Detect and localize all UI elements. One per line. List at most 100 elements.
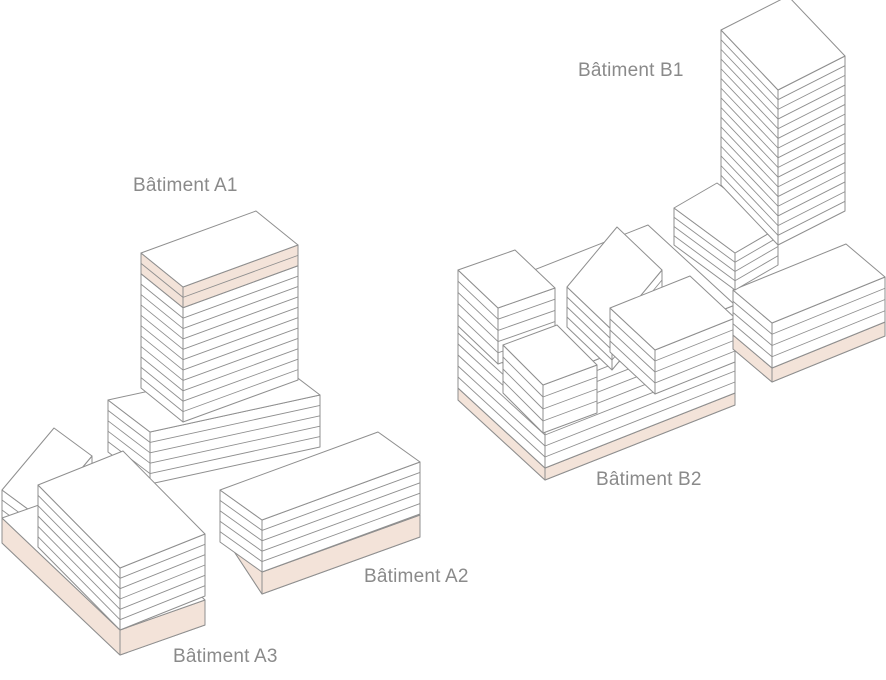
floor-line <box>777 94 846 130</box>
floor-line <box>734 255 779 282</box>
floor-line <box>777 65 846 101</box>
floor-line <box>119 543 206 579</box>
floor-line <box>720 136 779 197</box>
floor-line <box>542 388 598 410</box>
floor-line <box>720 175 779 236</box>
floor-line <box>182 358 299 402</box>
floor-line <box>720 87 779 149</box>
floor-line <box>566 296 613 341</box>
floor-line <box>720 49 779 110</box>
floor-line <box>720 145 779 207</box>
floor-line <box>182 275 299 319</box>
floor-line <box>140 346 184 381</box>
top-face <box>219 431 421 521</box>
floor-line <box>219 520 263 552</box>
floor-line <box>777 142 846 178</box>
floor-line <box>149 436 321 475</box>
floor-line <box>777 191 846 227</box>
floor-line <box>777 133 846 168</box>
floor-line <box>149 425 321 464</box>
floor-line <box>609 318 656 362</box>
floor-line <box>140 356 184 392</box>
floor-line <box>673 235 736 282</box>
top-face <box>37 450 206 569</box>
floor-line <box>37 526 121 610</box>
floor-line <box>777 200 846 236</box>
floor-line <box>720 165 779 226</box>
floor-line <box>777 171 846 207</box>
floor-line <box>140 325 184 361</box>
floor-line <box>777 162 846 197</box>
floor-line <box>457 314 499 354</box>
floor-line <box>140 377 184 412</box>
label-batiment-a2: Bâtiment A2 <box>364 566 469 587</box>
floor-line <box>720 155 779 217</box>
floor-line <box>261 482 421 542</box>
floor-line <box>777 152 846 188</box>
floor-line <box>149 404 321 443</box>
floor-line <box>107 410 151 443</box>
floor-line <box>720 126 779 188</box>
floor-line <box>182 369 299 413</box>
floor-line <box>37 536 121 620</box>
floor-line <box>771 310 886 358</box>
floor-line <box>119 564 206 600</box>
batiment-a1-tower <box>140 210 299 423</box>
floor-line <box>182 338 299 381</box>
floor-line <box>457 280 499 320</box>
floor-line <box>720 78 779 139</box>
floor-line <box>654 328 736 362</box>
floor-line <box>777 104 846 139</box>
floor-line <box>140 294 184 329</box>
floor-line <box>457 303 499 342</box>
label-batiment-b1: Bâtiment B1 <box>578 60 684 81</box>
top-face <box>732 243 886 324</box>
floor-line <box>140 304 184 340</box>
floor-line <box>182 254 299 298</box>
floor-line <box>182 306 299 350</box>
floor-line <box>219 510 263 542</box>
floor-line <box>37 515 121 600</box>
floor-line <box>609 340 656 384</box>
floor-line <box>457 354 546 436</box>
top-face <box>502 324 598 386</box>
floor-line <box>457 365 546 447</box>
floor-line <box>497 321 556 343</box>
batiment-b2-block-mid <box>502 324 598 434</box>
floor-line <box>720 107 779 168</box>
top-face <box>140 210 299 288</box>
batiment-a2 <box>219 431 421 573</box>
floor-line <box>771 299 886 346</box>
floor-line <box>140 273 184 309</box>
floor-line <box>219 500 263 531</box>
floor-line <box>502 356 544 398</box>
floor-line <box>732 300 773 335</box>
floor-line <box>720 39 779 100</box>
floor-line <box>542 400 598 422</box>
floor-line <box>182 317 299 361</box>
floor-line <box>734 236 779 263</box>
batiment-b1-tower <box>720 0 846 246</box>
floor-line <box>777 74 846 110</box>
floor-line <box>140 314 184 350</box>
floor-line <box>544 370 736 447</box>
floor-line <box>182 296 299 340</box>
top-face <box>566 226 663 331</box>
floor-line <box>182 327 299 371</box>
floor-line <box>37 495 121 579</box>
floor-line <box>119 585 206 621</box>
floor-line <box>182 348 299 392</box>
floor-line <box>107 430 151 464</box>
floor-line <box>497 298 556 320</box>
floor-line <box>566 316 613 361</box>
label-batiment-b2: Bâtiment B2 <box>596 469 702 490</box>
batiment-a3 <box>37 450 206 631</box>
floor-line <box>777 123 846 159</box>
floor-line <box>777 84 846 120</box>
floor-line <box>720 68 779 130</box>
floor-line <box>609 329 656 373</box>
floor-line <box>720 116 779 178</box>
floor-line <box>720 97 779 159</box>
floor-line <box>732 323 773 358</box>
